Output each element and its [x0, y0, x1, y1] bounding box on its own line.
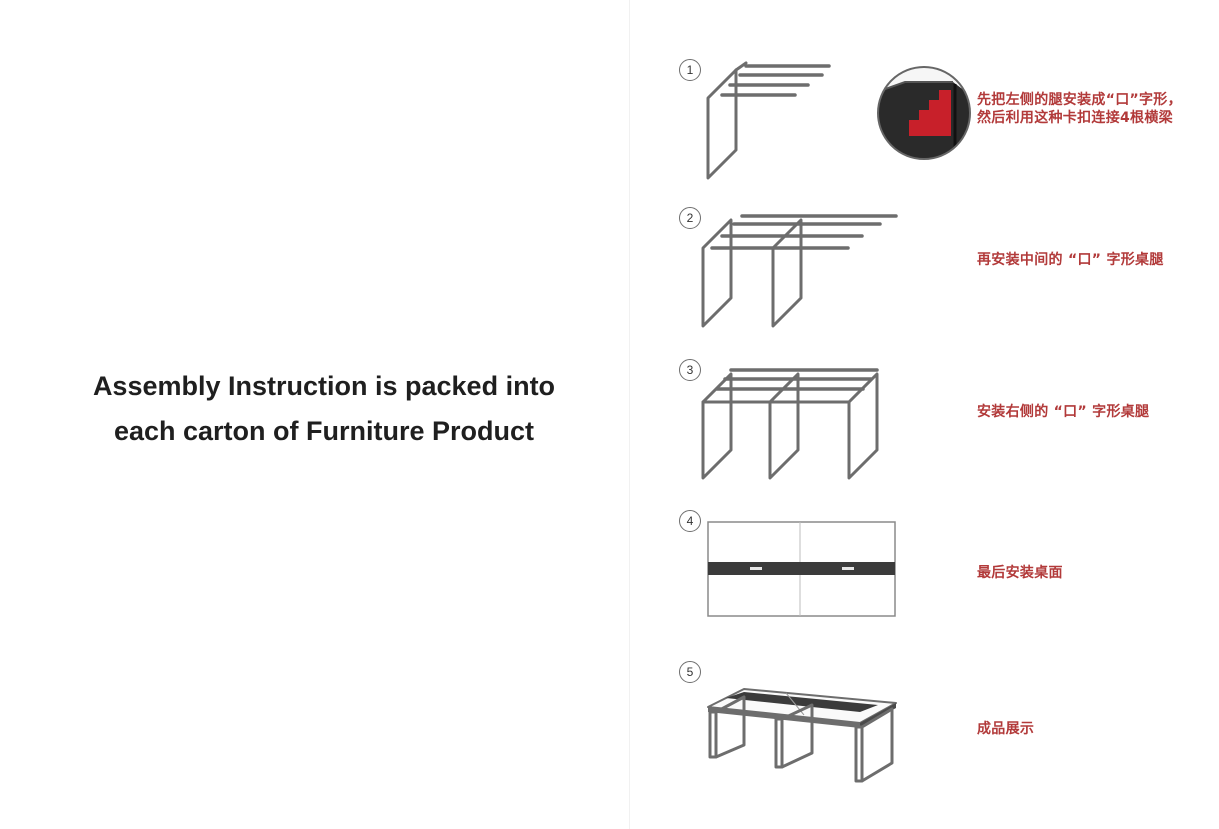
step-3-frame-illustration: [701, 368, 879, 480]
headline-line-2: each carton of Furniture Product: [113, 416, 535, 446]
step-3-instruction-line-1: 安装右侧的 “口” 字形桌腿: [977, 404, 1150, 420]
step-5: 5 成品展示: [630, 645, 1219, 829]
step-number: 3: [679, 359, 701, 381]
step-number: 5: [679, 661, 701, 683]
step-number: 1: [679, 59, 701, 81]
step-1-instruction-line-1: 先把左侧的腿安装成“口”字形，: [977, 92, 1182, 108]
step-1-frame-illustration: [706, 61, 831, 180]
step-1-instruction: 先把左侧的腿安装成“口”字形， 然后利用这种卡扣连接4根横梁: [977, 91, 1182, 127]
step-2: 2 再安装中间的 “口” 字形桌腿: [630, 190, 1219, 340]
step-4: 4 最后安装桌面: [630, 500, 1219, 645]
step-2-instruction: 再安装中间的 “口” 字形桌腿: [977, 251, 1164, 269]
step-2-instruction-line-1: 再安装中间的 “口” 字形桌腿: [977, 252, 1164, 268]
step-number: 2: [679, 207, 701, 229]
assembly-instruction-sheet: 1: [629, 0, 1219, 829]
step-1: 1: [630, 0, 1219, 190]
step-3: 3 安装右侧的 “口” 字形桌腿: [630, 340, 1219, 500]
step-3-instruction: 安装右侧的 “口” 字形桌腿: [977, 403, 1149, 421]
headline: Assembly Instruction is packed into each…: [40, 364, 608, 454]
step-4-tabletop-illustration: [707, 521, 896, 617]
headline-line-1: Assembly Instruction is packed into: [92, 371, 556, 401]
step-number: 4: [679, 510, 701, 532]
clip-detail-magnifier: [877, 66, 971, 160]
step-4-instruction: 最后安装桌面: [977, 564, 1063, 582]
step-5-finished-desk-illustration: [707, 688, 897, 783]
step-2-frame-illustration: [701, 214, 898, 328]
step-5-instruction-line-1: 成品展示: [977, 721, 1035, 737]
step-5-instruction: 成品展示: [977, 720, 1034, 738]
step-1-instruction-line-2: 然后利用这种卡扣连接4根横梁: [977, 110, 1173, 126]
step-4-instruction-line-1: 最后安装桌面: [977, 565, 1063, 581]
